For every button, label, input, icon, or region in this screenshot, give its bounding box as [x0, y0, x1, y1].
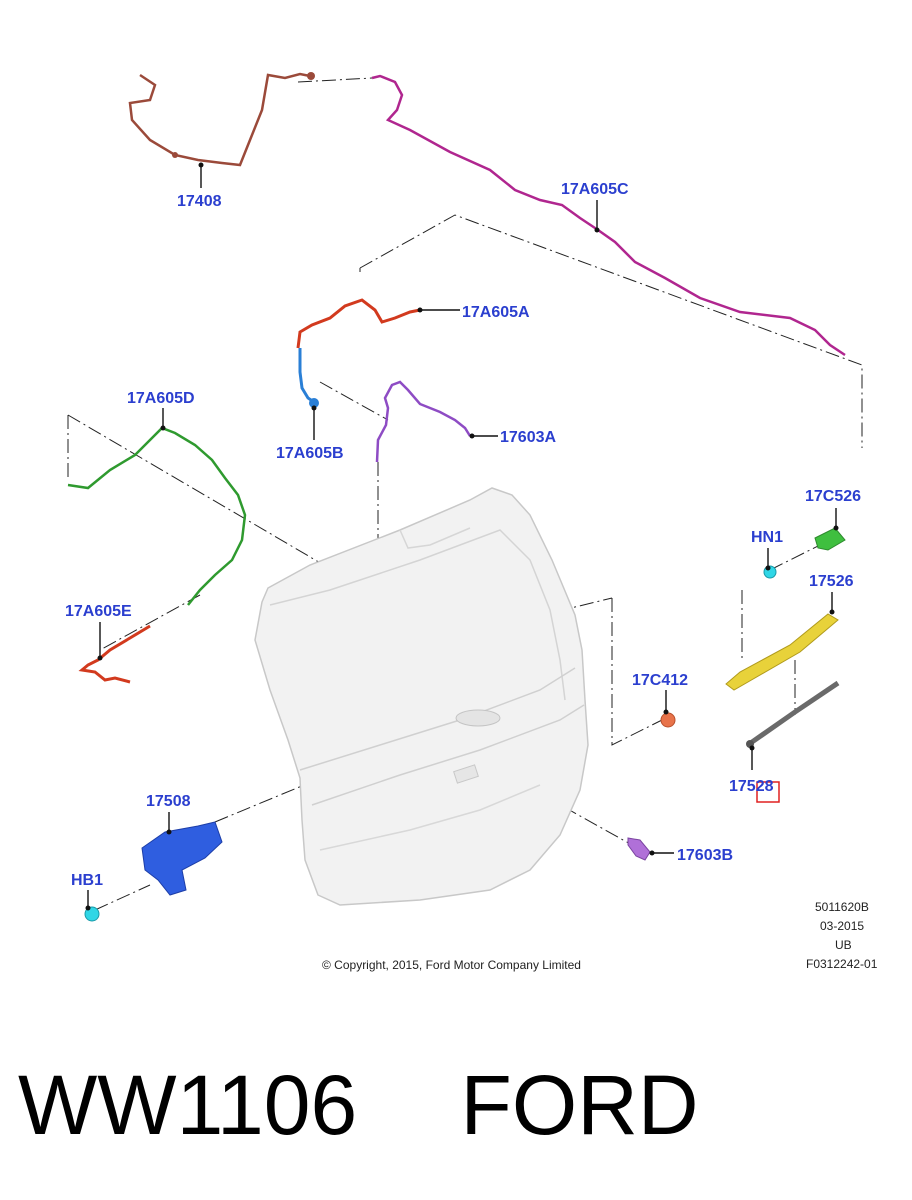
harness-17A605C — [371, 74, 846, 357]
harness-17408 — [128, 72, 311, 167]
part-17C412 — [660, 712, 676, 728]
callout-17508: 17508 — [146, 793, 191, 810]
callout-17408: 17408 — [177, 193, 222, 210]
callout-17526: 17526 — [809, 573, 854, 590]
part-17508 — [141, 821, 223, 896]
liftgate-panel — [254, 487, 589, 906]
harness-17A605B — [298, 348, 315, 404]
brand-name: FORD — [460, 1058, 699, 1152]
leader-lines — [85, 162, 839, 911]
callout-17603B: 17603B — [677, 847, 733, 864]
diagram-lang: UB — [835, 938, 852, 952]
callout-17C526: 17C526 — [805, 488, 861, 505]
highlight-box — [756, 781, 780, 803]
callout-HB1: HB1 — [71, 872, 103, 889]
part-17C526 — [814, 527, 846, 551]
callout-17A605B: 17A605B — [276, 445, 344, 462]
callout-17603A: 17603A — [500, 429, 556, 446]
callout-17C412: 17C412 — [632, 672, 688, 689]
part-17526 — [725, 613, 839, 691]
harness-17A605A — [296, 298, 421, 349]
callout-17A605E: 17A605E — [65, 603, 132, 620]
diagram-figure-id: F0312242-01 — [806, 957, 878, 971]
callout-HN1: HN1 — [751, 529, 783, 546]
harness-17A605D — [67, 426, 247, 606]
callout-17A605A: 17A605A — [462, 304, 530, 321]
part-HB1 — [84, 906, 100, 922]
copyright: © Copyright, 2015, Ford Motor Company Li… — [322, 958, 581, 972]
callout-17A605D: 17A605D — [127, 390, 195, 407]
part-17603B — [627, 837, 651, 861]
diagram-date: 03-2015 — [820, 919, 864, 933]
diagram-code: 5011620B — [815, 900, 869, 914]
parts-diagram: 17408 17A605C 17A605A 17A605B 17603A 17A… — [65, 72, 878, 972]
model-number: WW1106 — [18, 1058, 358, 1152]
harness-17603A — [375, 380, 472, 463]
harness-17A605E — [78, 624, 151, 684]
part-17528 — [750, 680, 840, 745]
callout-17528: 17528 — [729, 778, 774, 795]
model-title: WW1106 FORD — [18, 1050, 699, 1160]
callout-17A605C: 17A605C — [561, 181, 629, 198]
